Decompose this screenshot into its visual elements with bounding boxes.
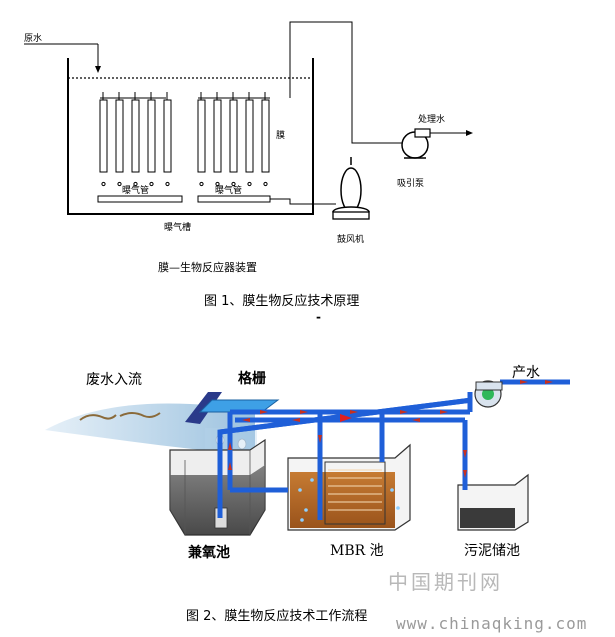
- membrane-bioreactor-tank: [67, 58, 314, 215]
- suction-pump-icon: [401, 128, 431, 159]
- blower-label: 鼓风机: [337, 235, 365, 245]
- membrane-module: [213, 99, 222, 173]
- figure2-caption: 图 2、膜生物反应技术工作流程: [186, 609, 368, 624]
- raw-water-inlet-pipe: [24, 43, 101, 73]
- air-bubble: [149, 181, 154, 187]
- watermark-url: www.chinaqking.com: [396, 614, 588, 633]
- membrane-label: 膜: [276, 131, 286, 141]
- device-label: 膜—生物反应器装置: [158, 261, 257, 274]
- air-bubble: [247, 181, 252, 187]
- air-bubble: [199, 181, 204, 187]
- suction-pump-label: 吸引泵: [397, 179, 425, 189]
- flow-arrows: [228, 380, 553, 478]
- sludge-tank-label: 污泥储池: [464, 543, 520, 559]
- membrane-module: [99, 99, 108, 173]
- product-water-label: 产水: [512, 365, 540, 381]
- membrane-module: [163, 99, 172, 173]
- figure1-caption: 图 1、膜生物反应技术原理: [204, 294, 360, 309]
- product-water-pump-icon: [474, 380, 503, 408]
- aerator-pipe-left: [97, 195, 183, 203]
- treated-water-label: 处理水: [418, 115, 446, 125]
- anoxic-tank-label: 兼氧池: [188, 545, 230, 561]
- air-bubble: [165, 181, 170, 187]
- membrane-modules: [99, 92, 270, 187]
- air-supply-pipe: [270, 198, 336, 205]
- air-bubble: [117, 181, 122, 187]
- membrane-module: [229, 99, 238, 173]
- blower-icon: [332, 157, 370, 220]
- raw-water-label: 原水: [24, 34, 43, 44]
- aerator-pipe-right: [197, 195, 271, 203]
- aerator-pipe-label-right: 曝气管: [215, 186, 243, 196]
- aeration-tank-label: 曝气槽: [164, 223, 192, 233]
- membrane-module: [245, 99, 254, 173]
- air-bubble: [215, 181, 220, 187]
- suction-pipe: [289, 21, 473, 144]
- air-bubble: [263, 181, 268, 187]
- air-bubble: [101, 181, 106, 187]
- watermark-cn: 中国期刊网: [388, 570, 503, 594]
- figure2-diagram: [45, 379, 570, 536]
- debris: [79, 414, 117, 421]
- membrane-module: [115, 99, 124, 173]
- grille-icon: [185, 392, 280, 424]
- membrane-module: [261, 99, 270, 173]
- mbr-tank: [287, 443, 411, 531]
- membrane-module: [197, 99, 206, 173]
- separator-mark: -: [316, 310, 321, 324]
- grille-label: 格栅: [238, 371, 266, 387]
- membrane-module: [131, 99, 140, 173]
- air-bubble: [133, 181, 138, 187]
- sludge-tank: [457, 473, 529, 531]
- figure1-diagram: [24, 21, 473, 220]
- membrane-module: [147, 99, 156, 173]
- mbr-tank-label: MBR 池: [330, 543, 384, 559]
- aerator-pipe-label-left: 曝气管: [122, 186, 150, 196]
- wastewater-in-label: 废水入流: [86, 372, 142, 388]
- air-bubble: [231, 181, 236, 187]
